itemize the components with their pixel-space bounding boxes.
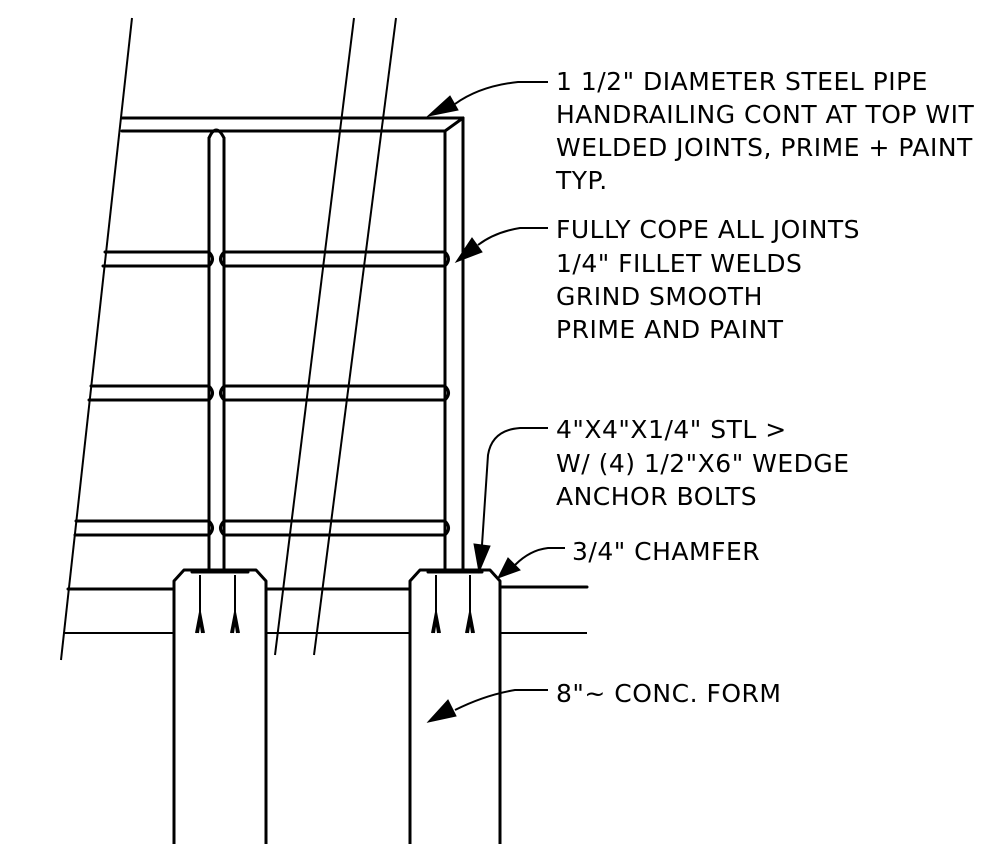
sloped-line-outer-left bbox=[60, 17, 133, 661]
leader-angle bbox=[473, 427, 548, 574]
leader-form bbox=[426, 689, 548, 723]
note-pipe-line-4: TYP. bbox=[555, 166, 608, 195]
note-pipe: 1 1/2" DIAMETER STEEL PIPE HANDRAILING C… bbox=[555, 67, 983, 195]
sloped-line-mid-left bbox=[274, 17, 355, 656]
note-weld-line-4: PRIME AND PAINT bbox=[556, 315, 784, 344]
note-weld-line-2: 1/4" FILLET WELDS bbox=[556, 249, 802, 278]
note-angle-line-3: ANCHOR BOLTS bbox=[556, 482, 757, 511]
handrail-frame bbox=[120, 116, 465, 572]
note-pipe-line-2: HANDRAILING CONT AT TOP WIT bbox=[556, 100, 975, 129]
concrete-footing-left bbox=[172, 568, 268, 844]
sloped-edge-lines bbox=[60, 17, 397, 661]
concrete-footing-right bbox=[408, 568, 502, 844]
ground-lines bbox=[63, 585, 589, 634]
note-weld-line-3: GRIND SMOOTH bbox=[556, 282, 763, 311]
leader-pipe bbox=[426, 81, 548, 117]
note-angle-line-2: W/ (4) 1/2"X6" WEDGE bbox=[556, 449, 850, 478]
note-chamfer: 3/4" CHAMFER bbox=[572, 537, 760, 566]
horizontal-rails bbox=[73, 250, 450, 537]
note-weld-line-1: FULLY COPE ALL JOINTS bbox=[556, 215, 860, 244]
note-weld: FULLY COPE ALL JOINTS 1/4" FILLET WELDS … bbox=[556, 215, 869, 344]
sloped-line-mid-right bbox=[313, 17, 397, 656]
note-pipe-line-3: WELDED JOINTS, PRIME + PAINT bbox=[556, 133, 973, 162]
note-angle-line-1: 4"X4"X1/4" STL > bbox=[556, 415, 787, 444]
leader-chamfer bbox=[496, 547, 565, 579]
leader-weld bbox=[454, 227, 548, 264]
note-angle: 4"X4"X1/4" STL > W/ (4) 1/2"X6" WEDGE AN… bbox=[556, 415, 858, 511]
note-form: 8"~ CONC. FORM bbox=[556, 679, 781, 708]
note-pipe-line-1: 1 1/2" DIAMETER STEEL PIPE bbox=[556, 67, 928, 96]
